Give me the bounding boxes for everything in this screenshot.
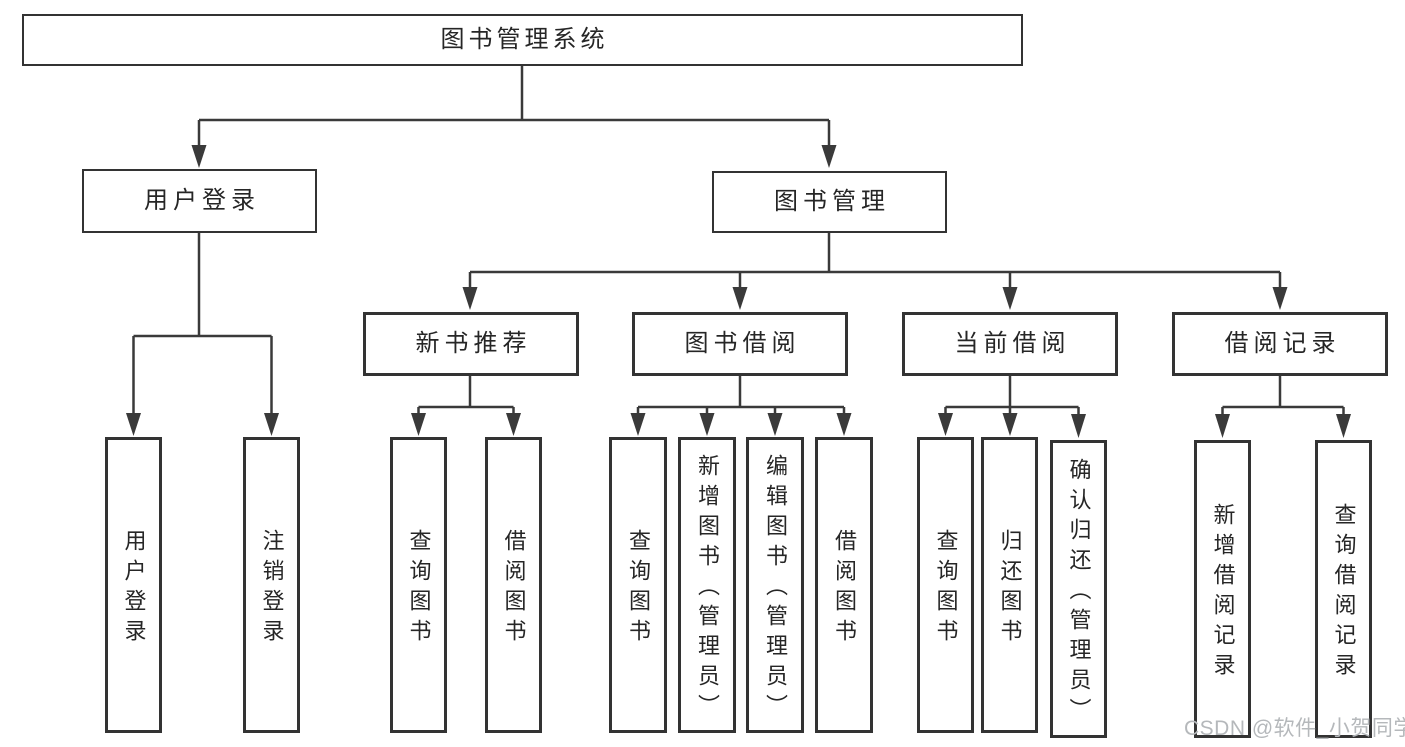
arrowhead-user-login	[191, 145, 207, 168]
node-user-login-label: 用户登录	[144, 187, 260, 214]
arrowhead-book-mgmt	[821, 145, 837, 168]
connector-book-borrow-split	[636, 376, 846, 415]
arrowhead-leaf-user-login	[126, 413, 141, 436]
node-user-login: 用户登录	[82, 169, 317, 233]
arrowheads	[126, 145, 1351, 438]
leaf-add-borrow-record: 新增借阅记录	[1194, 440, 1251, 738]
node-book-borrow-label: 图书借阅	[684, 330, 801, 357]
node-root-label: 图书管理系统	[440, 26, 609, 53]
arrowhead-leaf-edit-books	[767, 413, 783, 436]
node-borrow-records-label: 借阅记录	[1224, 330, 1341, 357]
leaf-query-books-3-label: 查询图书	[933, 529, 959, 649]
leaf-query-books-1-label: 查询图书	[406, 529, 432, 649]
connector-user-login-split	[132, 233, 273, 415]
leaf-user-login: 用户登录	[105, 437, 162, 733]
arrowhead-leaf-add-books	[699, 413, 715, 436]
arrowhead-leaf-logout	[264, 413, 279, 436]
arrowhead-leaf-add-record	[1215, 414, 1230, 438]
node-book-management: 图书管理	[712, 171, 947, 233]
arrowhead-current-borrow	[1002, 287, 1018, 310]
node-new-book-recommend: 新书推荐	[363, 312, 579, 376]
leaf-add-borrow-record-label: 新增借阅记录	[1210, 503, 1236, 683]
leaf-add-books-admin-label: 新增图书（管理员）	[695, 454, 720, 724]
arrowhead-book-borrow	[732, 287, 748, 310]
arrowhead-leaf-query-books-3	[938, 413, 953, 436]
node-book-management-label: 图书管理	[774, 188, 890, 215]
connector-root-to-level2	[197, 66, 831, 147]
leaf-edit-books-admin: 编辑图书（管理员）	[746, 437, 804, 733]
node-new-book-recommend-label: 新书推荐	[415, 330, 532, 357]
arrowhead-leaf-borrow-books-2	[836, 413, 852, 436]
arrowhead-leaf-confirm-return	[1071, 414, 1086, 438]
leaf-borrow-books-2: 借阅图书	[815, 437, 873, 733]
node-root: 图书管理系统	[22, 14, 1023, 66]
leaf-add-books-admin: 新增图书（管理员）	[678, 437, 736, 733]
arrowhead-leaf-query-books-1	[411, 413, 426, 436]
leaf-query-books-2-label: 查询图书	[626, 529, 651, 649]
leaf-query-books-1: 查询图书	[390, 437, 447, 733]
connector-borrow-records-split	[1221, 376, 1345, 416]
leaf-logout-label: 注销登录	[259, 529, 285, 649]
leaf-query-borrow-record: 查询借阅记录	[1315, 440, 1372, 738]
node-borrow-records: 借阅记录	[1172, 312, 1388, 376]
leaf-user-login-label: 用户登录	[121, 529, 147, 649]
connector-current-borrow-split	[944, 376, 1080, 415]
csdn-watermark: CSDN @软件_小贺同学	[1184, 717, 1405, 740]
leaf-query-books-2: 查询图书	[609, 437, 667, 733]
leaf-return-books-label: 归还图书	[997, 529, 1023, 649]
arrowhead-leaf-return-books	[1002, 413, 1018, 436]
leaf-logout: 注销登录	[243, 437, 300, 733]
connector-lines	[132, 66, 1345, 416]
node-current-borrow: 当前借阅	[902, 312, 1118, 376]
leaf-borrow-books-2-label: 借阅图书	[832, 529, 857, 649]
arrowhead-leaf-query-books-2	[630, 413, 646, 436]
leaf-borrow-books-1-label: 借阅图书	[501, 529, 527, 649]
node-current-borrow-label: 当前借阅	[954, 330, 1071, 357]
leaf-edit-books-admin-label: 编辑图书（管理员）	[763, 454, 788, 724]
leaf-borrow-books-1: 借阅图书	[485, 437, 542, 733]
arrowhead-borrow-records	[1272, 287, 1288, 310]
arrowhead-leaf-query-record	[1336, 414, 1351, 438]
leaf-confirm-return-admin-label: 确认归还（管理员）	[1066, 458, 1092, 728]
leaf-query-borrow-record-label: 查询借阅记录	[1331, 503, 1357, 683]
arrowhead-leaf-borrow-books-1	[506, 413, 521, 436]
node-book-borrow: 图书借阅	[632, 312, 848, 376]
leaf-return-books: 归还图书	[981, 437, 1038, 733]
connector-book-mgmt-split	[468, 233, 1282, 289]
leaf-confirm-return-admin: 确认归还（管理员）	[1050, 440, 1107, 738]
leaf-query-books-3: 查询图书	[917, 437, 974, 733]
connector-new-book-split	[417, 376, 515, 415]
arrowhead-new-book-recommend	[462, 287, 478, 310]
